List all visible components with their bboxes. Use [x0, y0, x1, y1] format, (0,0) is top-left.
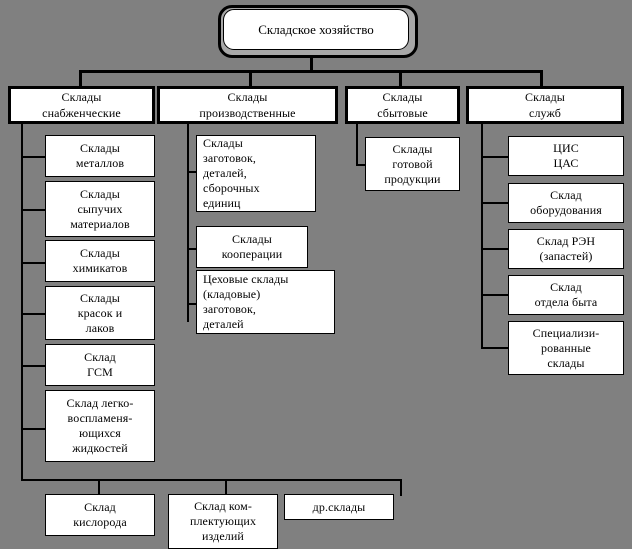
node-production-warehouses: Склады производственные: [157, 86, 338, 124]
connector-elbow-services-2: [481, 202, 508, 204]
node-finished-goods-warehouses-label: Склады готовой продукции: [384, 141, 441, 186]
connector-drop-services: [540, 70, 543, 88]
node-cis-cas-warehouse-label: ЦИС ЦАС: [553, 141, 579, 170]
connector-elbow-supply-4: [21, 313, 45, 315]
connector-root-stem: [310, 58, 313, 72]
node-spare-parts-warehouse: Склад РЭН (запастей): [508, 229, 624, 269]
node-shop-storerooms-label: Цеховые склады (кладовые) заготовок, дет…: [203, 272, 289, 331]
connector-drop-supply: [79, 70, 82, 88]
connector-bottom-trunk: [21, 479, 402, 481]
node-paints-varnishes-warehouses: Склады красок и лаков: [45, 286, 155, 340]
connector-level2-trunk: [79, 70, 543, 73]
connector-rail-sales: [356, 124, 358, 166]
node-sales-warehouses-label: Склады сбытовые: [377, 90, 428, 120]
node-cooperation-warehouses-label: Склады кооперации: [221, 232, 283, 261]
connector-elbow-supply-1: [21, 156, 45, 158]
node-components-warehouse: Склад ком- плектующих изделий: [168, 494, 278, 549]
node-metal-warehouses-label: Склады металлов: [75, 141, 125, 170]
connector-elbow-production-2: [187, 248, 197, 250]
connector-elbow-supply-3: [21, 262, 45, 264]
connector-elbow-supply-6: [21, 428, 45, 430]
node-specialized-warehouses: Специализи- рованные склады: [508, 321, 624, 375]
node-specialized-warehouses-label: Специализи- рованные склады: [532, 325, 600, 370]
connector-elbow-supply-2: [21, 209, 45, 211]
node-welfare-department-warehouse-label: Склад отдела быта: [534, 280, 598, 309]
node-bulk-materials-warehouses-label: Склады сыпучих материалов: [70, 186, 130, 231]
node-fuel-lubricants-warehouse: Склад ГСМ: [45, 344, 155, 386]
node-blanks-parts-assembly-warehouses-label: Склады заготовок, деталей, сборочных еди…: [203, 136, 260, 210]
node-service-warehouses: Склады служб: [466, 86, 624, 124]
node-cis-cas-warehouse: ЦИС ЦАС: [508, 136, 624, 176]
node-fuel-lubricants-warehouse-label: Склад ГСМ: [84, 350, 116, 379]
node-supply-warehouses: Склады снабженческие: [8, 86, 155, 124]
node-oxygen-warehouse: Склад кислорода: [45, 494, 155, 536]
connector-drop-production: [249, 70, 252, 88]
root-node-body: Складское хозяйство: [223, 9, 409, 50]
node-flammable-liquids-warehouse: Склад легко- воспламеня- ющихся жидкосте…: [45, 390, 155, 462]
connector-elbow-supply-5: [21, 365, 45, 367]
node-paints-varnishes-warehouses-label: Склады красок и лаков: [77, 290, 123, 335]
connector-bottom-drop-1: [98, 479, 100, 496]
node-flammable-liquids-warehouse-label: Склад легко- воспламеня- ющихся жидкосте…: [66, 396, 134, 455]
node-metal-warehouses: Склады металлов: [45, 135, 155, 177]
node-welfare-department-warehouse: Склад отдела быта: [508, 275, 624, 315]
node-spare-parts-warehouse-label: Склад РЭН (запастей): [536, 234, 596, 263]
node-equipment-warehouse: Склад оборудования: [508, 183, 624, 223]
connector-rail-supply: [21, 124, 23, 481]
node-equipment-warehouse-label: Склад оборудования: [530, 188, 602, 217]
connector-rail-services: [481, 124, 483, 349]
node-bulk-materials-warehouses: Склады сыпучих материалов: [45, 181, 155, 237]
node-service-warehouses-label: Склады служб: [525, 90, 565, 120]
root-node-warehouse-management: Складское хозяйство: [218, 5, 418, 58]
node-cooperation-warehouses: Склады кооперации: [196, 226, 308, 268]
connector-bottom-drop-3: [400, 479, 402, 496]
node-shop-storerooms: Цеховые склады (кладовые) заготовок, дет…: [196, 270, 335, 334]
node-blanks-parts-assembly-warehouses: Склады заготовок, деталей, сборочных еди…: [196, 135, 316, 212]
node-other-warehouses-label: др.склады: [312, 499, 366, 514]
node-chemicals-warehouses-label: Склады химикатов: [72, 246, 128, 275]
connector-elbow-services-1: [481, 156, 508, 158]
node-other-warehouses: др.склады: [284, 494, 394, 520]
node-supply-warehouses-label: Склады снабженческие: [42, 90, 121, 120]
connector-elbow-production-3: [187, 303, 197, 305]
node-chemicals-warehouses: Склады химикатов: [45, 240, 155, 282]
connector-rail-production: [187, 124, 189, 322]
connector-elbow-sales-1: [356, 164, 366, 166]
node-oxygen-warehouse-label: Склад кислорода: [73, 500, 127, 529]
node-production-warehouses-label: Склады производственные: [199, 90, 296, 120]
connector-elbow-services-3: [481, 248, 508, 250]
node-components-warehouse-label: Склад ком- плектующих изделий: [189, 499, 257, 543]
connector-elbow-services-5: [481, 347, 508, 349]
connector-bottom-drop-2: [225, 479, 227, 496]
node-finished-goods-warehouses: Склады готовой продукции: [365, 137, 460, 191]
root-node-label: Складское хозяйство: [258, 22, 374, 37]
connector-drop-sales: [399, 70, 402, 88]
node-sales-warehouses: Склады сбытовые: [345, 86, 460, 124]
connector-elbow-services-4: [481, 294, 508, 296]
connector-elbow-production-1: [187, 171, 197, 173]
